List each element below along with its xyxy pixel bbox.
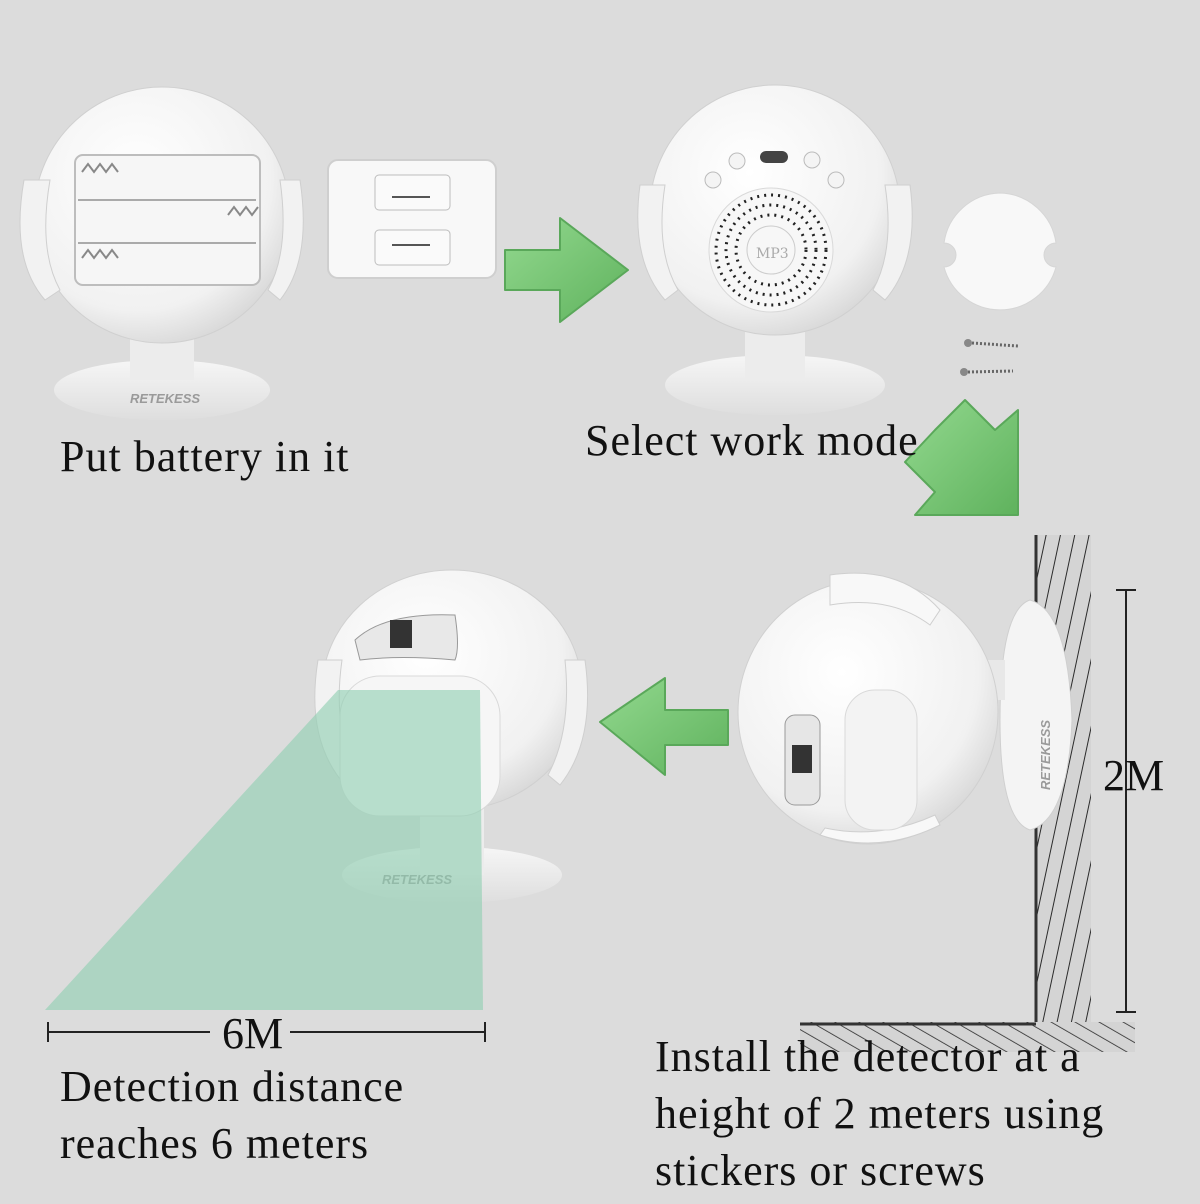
distance-marker [47,1022,486,1042]
caption-line: reaches 6 meters [60,1119,370,1168]
arrow-left-icon [599,677,729,776]
floor [800,1022,1135,1052]
arrow-right-icon [504,217,629,323]
device-battery-open: RETEKESS [19,86,304,420]
caption-line: height of 2 meters using [655,1089,1105,1138]
step-caption-install: Install the detector at a height of 2 me… [655,1028,1104,1199]
screw-icon [960,368,1014,376]
step-caption-detection: Detection distance reaches 6 meters [60,1058,404,1172]
distance-label: 6M [222,1009,284,1058]
detection-beam [45,690,483,1010]
mounting-sticker [943,192,1057,311]
height-label: 2M [1103,751,1165,800]
caption-line: stickers or screws [655,1146,986,1195]
brand-logo: RETEKESS [130,391,200,406]
caption-line: Install the detector at a [655,1032,1081,1081]
device-back-speaker: MP3 [637,84,913,415]
speaker-label: MP3 [756,246,789,262]
screw-icon [964,339,1019,348]
step-caption: Select work mode [585,416,919,465]
step-caption: Put battery in it [60,432,350,481]
arrow-down-icon [904,399,1019,516]
device-wall-mounted: RETEKESS [737,572,1073,845]
caption-line: Detection distance [60,1062,405,1111]
height-marker [1116,589,1136,1013]
battery-cover [327,159,497,279]
brand-logo: RETEKESS [1038,720,1053,790]
